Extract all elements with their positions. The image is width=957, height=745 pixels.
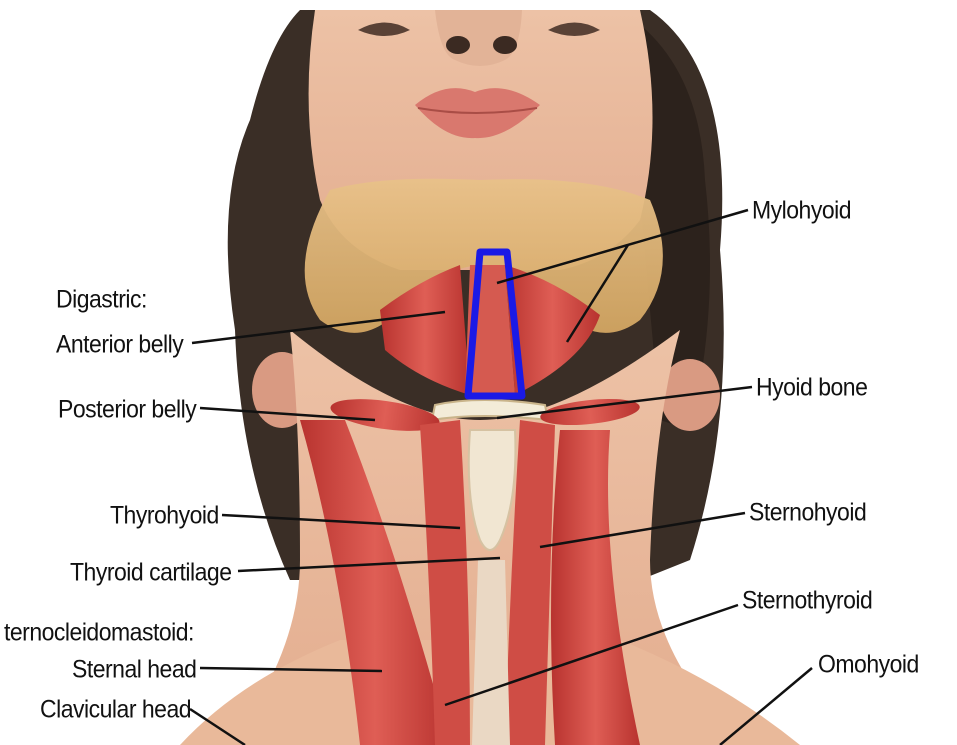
label-digastric: Digastric: xyxy=(56,287,147,312)
trachea xyxy=(472,560,510,745)
hyoid xyxy=(432,400,548,420)
label-hyoid-bone: Hyoid bone xyxy=(756,375,867,400)
label-omohyoid: Omohyoid xyxy=(818,652,919,677)
label-sternocleidomastoid: ternocleidomastoid: xyxy=(4,620,194,645)
label-posterior-belly: Posterior belly xyxy=(58,397,196,422)
label-sternal-head: Sternal head xyxy=(72,657,196,682)
label-clavicular-head: Clavicular head xyxy=(40,697,191,722)
label-thyroid-cartilage: Thyroid cartilage xyxy=(70,560,232,585)
label-thyrohyoid: Thyrohyoid xyxy=(110,503,219,528)
label-sternohyoid: Sternohyoid xyxy=(749,500,866,525)
label-sternothyroid: Sternothyroid xyxy=(742,588,872,613)
label-mylohyoid: Mylohyoid xyxy=(752,198,851,223)
label-anterior-belly: Anterior belly xyxy=(56,332,183,357)
